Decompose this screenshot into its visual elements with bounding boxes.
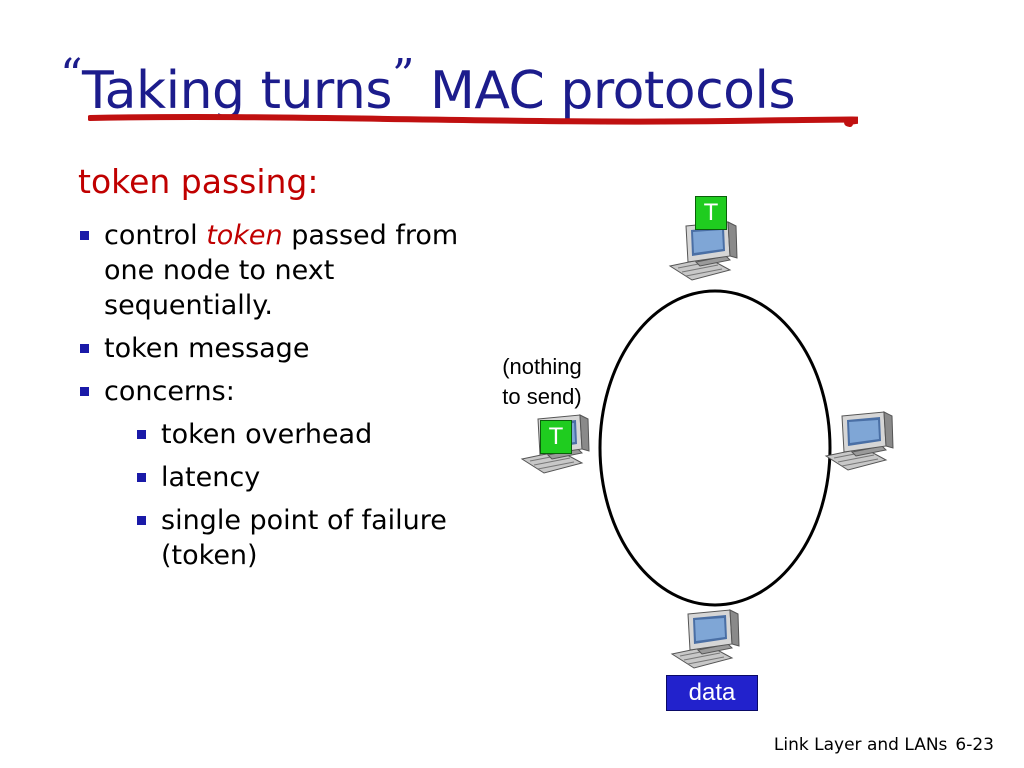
slide-footer: Link Layer and LANs 6-23 <box>774 735 994 755</box>
bullet-concerns: concerns: <box>78 374 498 409</box>
close-quote: ” <box>391 50 415 101</box>
sub-bullet-overhead: token overhead <box>135 417 498 452</box>
sub-bullet-latency: latency <box>135 460 498 495</box>
title-quoted: Taking turns <box>82 61 392 121</box>
sub-bullet-single-point: single point of failure (token) <box>135 503 498 573</box>
token-emphasis: token <box>206 220 283 251</box>
open-quote: “ <box>60 50 83 101</box>
bullet-token-passed: control token passed from one node to ne… <box>78 218 498 323</box>
title-underline <box>88 114 858 127</box>
nothing-to-send-note: (nothing to send) <box>502 354 582 409</box>
computer-right-icon <box>825 411 894 471</box>
computer-top-icon <box>669 221 738 281</box>
page-number: 6-23 <box>955 735 994 755</box>
bullet-list: control token passed from one node to ne… <box>78 218 498 573</box>
footer-section: Link Layer and LANs <box>773 735 948 755</box>
token-badge-top: T <box>695 196 727 230</box>
bullet-token-message: token message <box>78 331 498 366</box>
computer-bottom-icon <box>671 609 740 669</box>
section-heading: token passing: <box>78 162 319 201</box>
data-badge: data <box>666 675 758 711</box>
ring <box>598 289 832 607</box>
slide-title: “Taking turns” MAC protocols <box>60 50 796 130</box>
token-badge-left: T <box>540 420 572 454</box>
title-rest: MAC protocols <box>429 61 796 121</box>
